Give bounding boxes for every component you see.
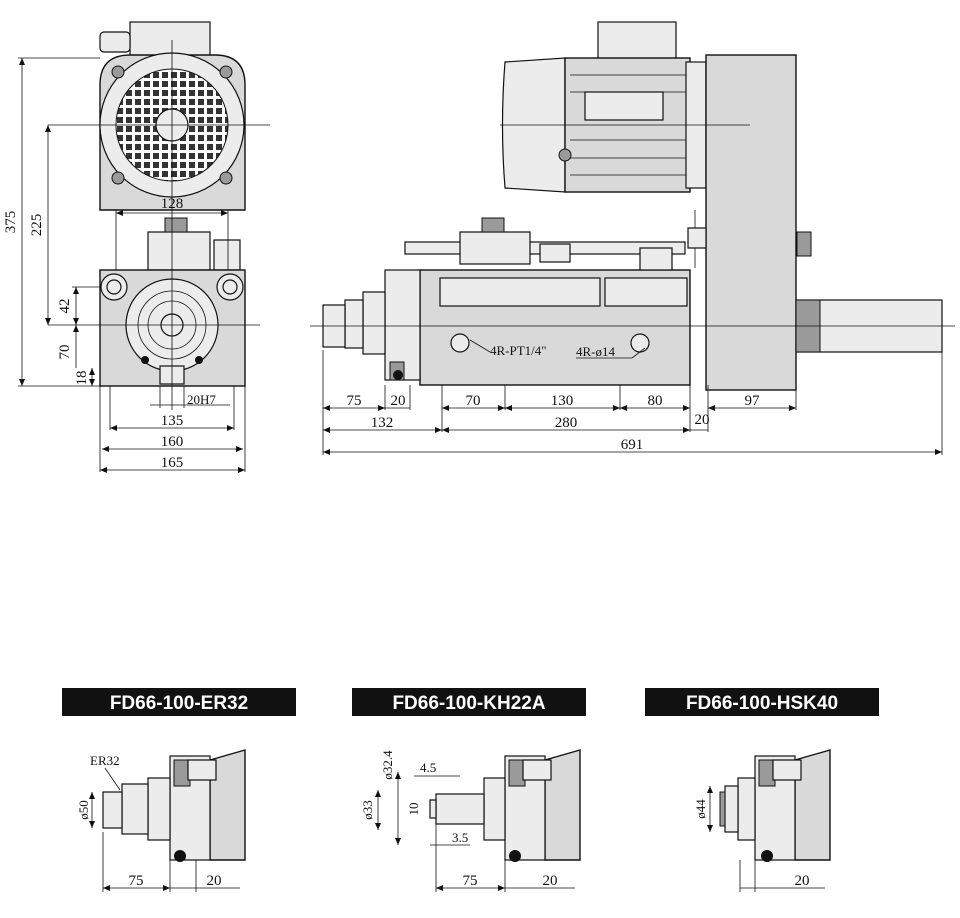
bolt	[219, 65, 233, 79]
dim-80: 80	[648, 393, 663, 409]
dim-20: 20	[795, 873, 810, 889]
dim-691: 691	[621, 437, 644, 453]
dim-dia33: ø33	[360, 800, 375, 820]
dim-130: 130	[551, 393, 574, 409]
cable-gland	[99, 31, 131, 53]
spindle-collar	[737, 777, 756, 841]
dim-3-5: 3.5	[452, 830, 468, 845]
belt-housing	[705, 54, 797, 391]
variant-title: FD66-100-HSK40	[686, 693, 838, 714]
shank-tip	[429, 799, 437, 819]
bolt	[111, 65, 125, 79]
variant-kh22a: FD66-100-KH22A ø33 ø32.4 4.5 10 3.5 75 2…	[352, 688, 586, 892]
dim-20: 20	[391, 393, 406, 409]
spindle-collar	[362, 291, 386, 355]
screw	[195, 356, 203, 364]
dim-4-5: 4.5	[420, 760, 436, 775]
flange-tab	[522, 759, 552, 781]
dim-70: 70	[466, 393, 481, 409]
front-view-dimensions: 375 225 42 70 18 128 20H7 135 160 165	[3, 57, 246, 473]
kh22a-shank	[435, 793, 485, 825]
dim-20: 20	[207, 873, 222, 889]
guide-rail	[439, 277, 601, 307]
stop-collar	[639, 247, 673, 271]
dim-18: 18	[74, 371, 90, 386]
valve-knob	[481, 217, 505, 233]
dim-10: 10	[406, 803, 421, 816]
dim-375: 375	[3, 211, 19, 234]
valve-knob	[164, 217, 188, 233]
dim-280: 280	[555, 415, 578, 431]
dim-75: 75	[463, 873, 478, 889]
screw-head	[761, 850, 773, 862]
spindle-collar	[147, 777, 171, 841]
variant-title: FD66-100-KH22A	[392, 693, 545, 714]
hsk40-face	[719, 791, 726, 827]
dim-dia50: ø50	[76, 800, 91, 820]
variant-title-bg	[645, 688, 879, 716]
guide-rail	[604, 277, 688, 307]
screw-head	[509, 850, 521, 862]
motor-bolt	[558, 148, 572, 162]
motor-terminal-box	[597, 21, 677, 63]
variant-title: FD66-100-ER32	[110, 693, 248, 714]
stop-block	[213, 239, 241, 271]
spindle-nut	[121, 783, 149, 835]
flange-tab	[187, 759, 217, 781]
bolt	[111, 171, 125, 185]
side-view-dimensions: 75 20 70 130 80 97 132 280 20 691	[322, 350, 943, 455]
dim-42: 42	[57, 299, 73, 314]
screw-head	[393, 370, 403, 380]
front-view	[48, 21, 270, 410]
guide-bore	[222, 279, 238, 295]
variant-title-bg	[62, 688, 296, 716]
spindle-collar	[483, 777, 506, 841]
dim-dia32-4: ø32.4	[380, 750, 395, 780]
dim-20h7: 20H7	[187, 392, 216, 407]
dim-20-b: 20	[695, 412, 710, 428]
dim-20: 20	[543, 873, 558, 889]
dim-128: 128	[161, 196, 184, 212]
variant-hsk40: FD66-100-HSK40 ø44 20	[645, 688, 879, 892]
dim-75: 75	[129, 873, 144, 889]
hsk40-flange	[724, 785, 739, 833]
dim-165: 165	[161, 455, 184, 471]
port-hole	[630, 333, 650, 353]
er32-callout: ER32	[90, 753, 120, 768]
depth-stop	[687, 227, 707, 249]
bolt	[219, 171, 233, 185]
dim-160: 160	[161, 434, 184, 450]
variant-er32: FD66-100-ER32 ER32 ø50 75 20	[62, 688, 296, 892]
flange-tab	[772, 759, 802, 781]
screw-head	[174, 850, 186, 862]
spindle-nut	[344, 299, 364, 349]
variant-title-bg	[352, 688, 586, 716]
screw	[141, 356, 149, 364]
note-holes: 4R-ø14	[576, 344, 616, 359]
dim-75: 75	[347, 393, 362, 409]
dim-dia44: ø44	[693, 799, 708, 819]
valve-block	[147, 231, 211, 271]
dim-97: 97	[745, 393, 761, 409]
port-hole	[450, 333, 470, 353]
side-view: 4R-PT1/4" 4R-ø14	[310, 21, 955, 391]
guide-bore	[106, 279, 122, 295]
valve-fitting	[539, 243, 571, 263]
dim-70: 70	[57, 345, 73, 360]
dim-132: 132	[371, 415, 394, 431]
motor-nameplate	[584, 91, 664, 121]
adjust-nut	[796, 231, 812, 257]
dim-225: 225	[29, 214, 45, 237]
er32-collet	[102, 791, 123, 829]
note-ports: 4R-PT1/4"	[490, 343, 547, 358]
dim-135: 135	[161, 413, 184, 429]
valve-body	[459, 231, 531, 265]
